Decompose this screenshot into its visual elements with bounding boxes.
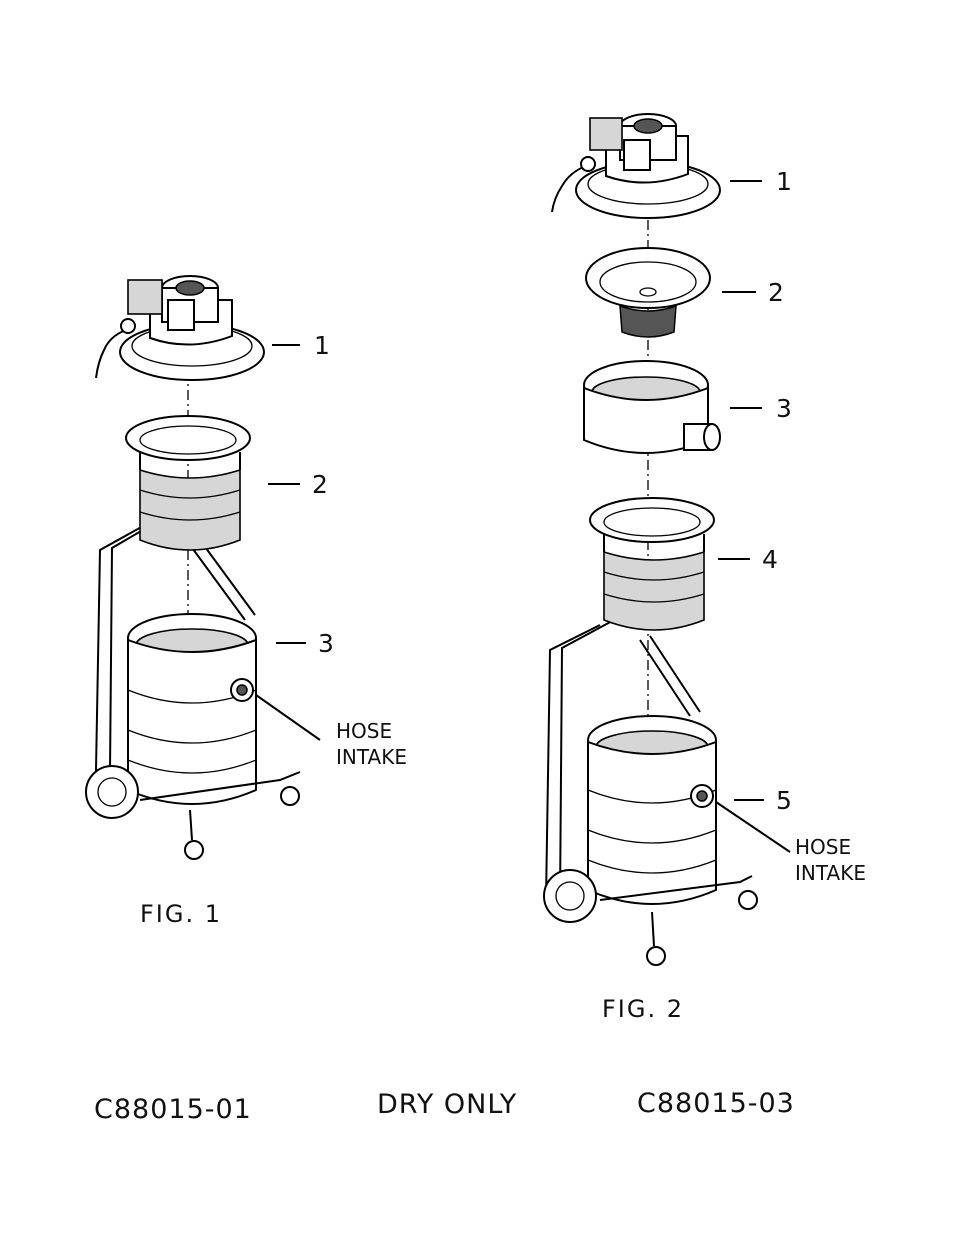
fig2-canister xyxy=(587,715,717,905)
fig2-hose-label-line2: INTAKE xyxy=(795,861,866,885)
fig2-wheel xyxy=(543,869,597,923)
fig2-hose-label-line1: HOSE xyxy=(795,835,851,859)
fig2-callout-3: 3 xyxy=(776,394,792,423)
fig2-assembly xyxy=(543,113,758,966)
fig1-hose-label-line1: HOSE xyxy=(336,719,392,743)
fig2-callout-1: 1 xyxy=(776,167,792,196)
fig1-motor-head xyxy=(95,275,265,381)
footer-center-note: DRY ONLY xyxy=(377,1089,517,1120)
fig1-wheel xyxy=(85,765,139,819)
footer-right-code: C88015-03 xyxy=(637,1088,795,1119)
fig1-callout-2: 2 xyxy=(312,470,328,499)
fig2-motor-head xyxy=(551,113,721,219)
fig2-callout-4: 4 xyxy=(762,545,778,574)
fig2-cyclone-ring xyxy=(583,360,721,454)
fig2-filter xyxy=(589,497,715,631)
fig1-callout-1: 1 xyxy=(314,331,330,360)
fig1-canister xyxy=(127,613,257,805)
footer-left-code: C88015-01 xyxy=(94,1094,252,1125)
fig1-assembly xyxy=(85,275,301,860)
fig2-separator xyxy=(585,247,711,338)
fig1-caption: FIG. 1 xyxy=(140,900,222,928)
fig1-callout-3: 3 xyxy=(318,629,334,658)
fig2-caption: FIG. 2 xyxy=(602,995,684,1023)
fig2-callout-2: 2 xyxy=(768,278,784,307)
fig2-callout-5: 5 xyxy=(776,786,792,815)
fig1-filter xyxy=(125,415,251,551)
fig1-hose-label-line2: INTAKE xyxy=(336,745,407,769)
